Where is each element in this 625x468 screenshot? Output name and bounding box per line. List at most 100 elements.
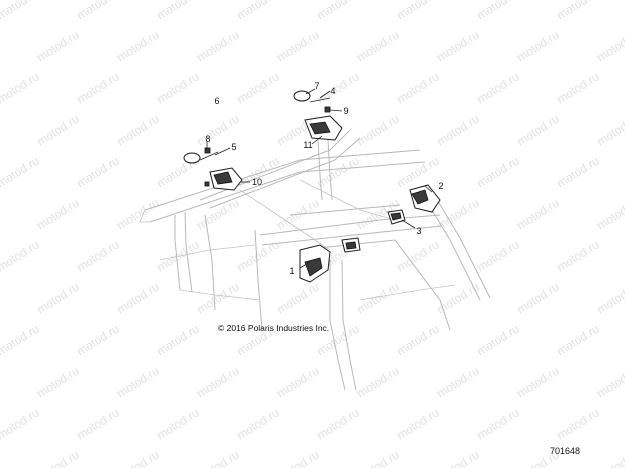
watermark-text: motod.ru <box>74 322 122 359</box>
watermark-text: motod.ru <box>154 406 202 443</box>
watermark-text: motod.ru <box>234 238 282 275</box>
watermark-text: motod.ru <box>154 0 202 23</box>
watermark-text: motod.ru <box>474 238 522 275</box>
watermark-text: motod.ru <box>114 112 162 149</box>
watermark-text: motod.ru <box>0 406 42 443</box>
watermark-text: motod.ru <box>194 364 242 401</box>
watermark-text: motod.ru <box>34 280 82 317</box>
watermark-text: motod.ru <box>0 196 2 233</box>
part-2-upper-right-cover <box>409 184 441 213</box>
callout-5: 5 <box>231 142 236 152</box>
watermark-text: motod.ru <box>514 28 562 65</box>
watermark-text: motod.ru <box>234 406 282 443</box>
part-3-clamp <box>387 209 406 225</box>
watermark-text: motod.ru <box>554 322 602 359</box>
watermark-text: motod.ru <box>354 112 402 149</box>
part-5-oring-left <box>183 151 219 164</box>
watermark-text: motod.ru <box>314 406 362 443</box>
watermark-text: motod.ru <box>74 238 122 275</box>
watermark-text: motod.ru <box>154 322 202 359</box>
watermark-text: motod.ru <box>594 28 625 65</box>
watermark-text: motod.ru <box>0 364 2 401</box>
watermark-text: motod.ru <box>434 112 482 149</box>
watermark-text: motod.ru <box>354 280 402 317</box>
watermark-text: motod.ru <box>594 280 625 317</box>
watermark-text: motod.ru <box>554 238 602 275</box>
watermark-text: motod.ru <box>34 28 82 65</box>
part-10-upper-left-cover <box>209 167 243 191</box>
watermark-text: motod.ru <box>394 322 442 359</box>
watermark-text: motod.ru <box>0 0 42 23</box>
watermark-text: motod.ru <box>554 154 602 191</box>
watermark-text: motod.ru <box>434 448 482 468</box>
watermark-text: motod.ru <box>594 196 625 233</box>
watermark-text: motod.ru <box>114 196 162 233</box>
copyright-notice: © 2016 Polaris Industries Inc. <box>218 323 329 333</box>
watermark-text: motod.ru <box>354 28 402 65</box>
watermark-text: motod.ru <box>0 112 2 149</box>
watermark-text: motod.ru <box>194 280 242 317</box>
watermark-text: motod.ru <box>474 322 522 359</box>
callout-3: 3 <box>416 226 421 236</box>
watermark-text: motod.ru <box>474 154 522 191</box>
watermark-text: motod.ru <box>554 406 602 443</box>
watermark-text: motod.ru <box>354 448 402 468</box>
watermark-text: motod.ru <box>114 280 162 317</box>
leader-lines <box>206 88 433 269</box>
watermark-text: motod.ru <box>514 196 562 233</box>
watermark-text: motod.ru <box>74 70 122 107</box>
watermark-text: motod.ru <box>394 154 442 191</box>
watermark-text: motod.ru <box>274 280 322 317</box>
watermark-text: motod.ru <box>314 70 362 107</box>
watermark-text: motod.ru <box>434 196 482 233</box>
watermark-text: motod.ru <box>74 154 122 191</box>
watermark-text: motod.ru <box>34 112 82 149</box>
callout-labels: 1 2 3 4 5 6 7 8 9 10 11 <box>205 81 443 276</box>
watermark-text: motod.ru <box>114 364 162 401</box>
callout-1: 1 <box>289 266 294 276</box>
watermark-text: motod.ru <box>274 364 322 401</box>
callout-8: 8 <box>205 134 210 144</box>
watermark-text: motod.ru <box>514 112 562 149</box>
watermark-text: motod.ru <box>594 112 625 149</box>
watermark-text: motod.ru <box>394 0 442 23</box>
watermark-text: motod.ru <box>474 70 522 107</box>
callout-10: 10 <box>252 177 262 187</box>
part-1-lower-left-bracket <box>299 244 331 283</box>
part-small-fastener-left <box>204 181 210 187</box>
watermark-text: motod.ru <box>0 448 2 468</box>
watermark-text: motod.ru <box>34 364 82 401</box>
watermark-text: motod.ru <box>234 70 282 107</box>
callout-4: 4 <box>330 86 335 96</box>
watermark-text: motod.ru <box>0 70 42 107</box>
part-4-screw-upper <box>309 97 331 103</box>
watermark-text: motod.ru <box>554 0 602 23</box>
watermark-text: motod.ru <box>0 238 42 275</box>
watermark-text: motod.ru <box>594 364 625 401</box>
callout-9: 9 <box>343 106 348 116</box>
watermark-text: motod.ru <box>314 154 362 191</box>
watermark-text: motod.ru <box>314 0 362 23</box>
watermark-text: motod.ru <box>0 280 2 317</box>
watermark-text: motod.ru <box>434 280 482 317</box>
callout-7: 7 <box>314 81 319 91</box>
watermark-text: motod.ru <box>474 406 522 443</box>
part-7-oring-upper <box>293 90 311 102</box>
watermark-text: motod.ru <box>354 364 402 401</box>
diagram-number: 701648 <box>550 446 580 456</box>
watermark-text: motod.ru <box>74 0 122 23</box>
part-clamp-center <box>341 237 361 253</box>
watermark-text: motod.ru <box>194 196 242 233</box>
watermark-text: motod.ru <box>554 70 602 107</box>
watermark-text: motod.ru <box>0 322 42 359</box>
watermark-text: motod.ru <box>274 448 322 468</box>
watermark-text: motod.ru <box>34 196 82 233</box>
part-11-upper-center-cover <box>304 115 343 141</box>
watermark-text: motod.ru <box>0 154 42 191</box>
watermark-text: motod.ru <box>0 28 2 65</box>
watermark-text: motod.ru <box>114 448 162 468</box>
callout-2: 2 <box>438 181 443 191</box>
watermark-text: motod.ru <box>394 70 442 107</box>
